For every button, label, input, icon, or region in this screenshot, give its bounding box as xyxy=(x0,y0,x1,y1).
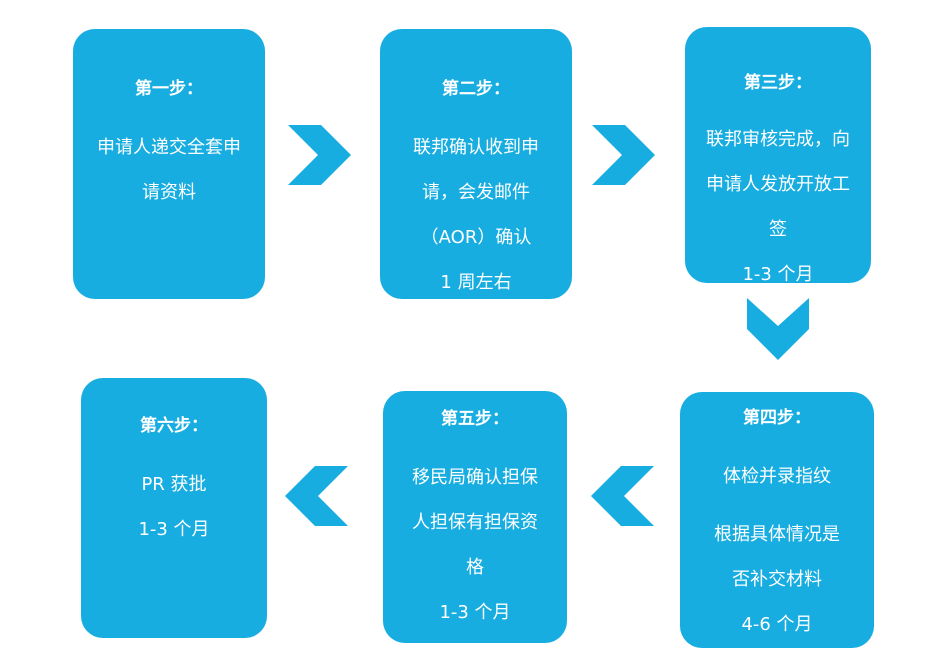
step-3-line-2: 申请人发放开放工 xyxy=(706,174,850,195)
step-1-line-1: 申请人递交全套申 xyxy=(97,137,241,158)
step-4-line-1: 体检并录指纹 xyxy=(723,466,831,487)
step-4-line-2: 根据具体情况是 xyxy=(714,524,840,545)
step-1-box: 第一步： 申请人递交全套申 请资料 xyxy=(73,29,265,299)
step-4-line-3: 否补交材料 xyxy=(732,569,822,590)
step-5-line-2: 人担保有担保资 xyxy=(412,512,538,533)
step-5-line-1: 移民局确认担保 xyxy=(412,467,538,488)
step-6-line-1: PR 获批 xyxy=(141,474,207,495)
arrow-left-icon xyxy=(591,466,654,526)
arrow-left-icon xyxy=(285,466,348,526)
arrow-right-icon xyxy=(592,125,655,185)
step-3-title: 第三步： xyxy=(744,73,812,93)
step-6-title: 第六步： xyxy=(140,416,208,436)
arrow-down-icon xyxy=(747,298,809,360)
step-3-line-3: 签 xyxy=(769,219,787,240)
step-1-line-2: 请资料 xyxy=(142,182,196,203)
step-6-box: 第六步： PR 获批 1-3 个月 xyxy=(81,378,267,638)
step-6-line-2: 1-3 个月 xyxy=(138,519,210,540)
step-2-box: 第二步： 联邦确认收到申 请，会发邮件 （AOR）确认 1 周左右 xyxy=(380,29,572,299)
step-5-box: 第五步： 移民局确认担保 人担保有担保资 格 1-3 个月 xyxy=(383,391,567,643)
step-4-box: 第四步： 体检并录指纹 根据具体情况是 否补交材料 4-6 个月 xyxy=(680,392,874,648)
step-4-line-4: 4-6 个月 xyxy=(741,614,813,635)
step-2-title: 第二步： xyxy=(442,79,510,99)
step-2-line-4: 1 周左右 xyxy=(440,272,512,293)
step-5-title: 第五步： xyxy=(441,409,509,429)
step-2-line-3: （AOR）确认 xyxy=(420,227,532,248)
step-5-line-4: 1-3 个月 xyxy=(439,602,511,623)
arrow-right-icon xyxy=(288,125,351,185)
step-3-line-4: 1-3 个月 xyxy=(742,264,814,285)
step-5-line-3: 格 xyxy=(466,557,484,578)
step-2-line-2: 请，会发邮件 xyxy=(422,182,530,203)
step-2-line-1: 联邦确认收到申 xyxy=(413,137,539,158)
step-3-line-1: 联邦审核完成，向 xyxy=(706,129,850,150)
step-4-title: 第四步： xyxy=(743,408,811,428)
step-1-title: 第一步： xyxy=(135,79,203,99)
step-3-box: 第三步： 联邦审核完成，向 申请人发放开放工 签 1-3 个月 xyxy=(685,27,871,285)
